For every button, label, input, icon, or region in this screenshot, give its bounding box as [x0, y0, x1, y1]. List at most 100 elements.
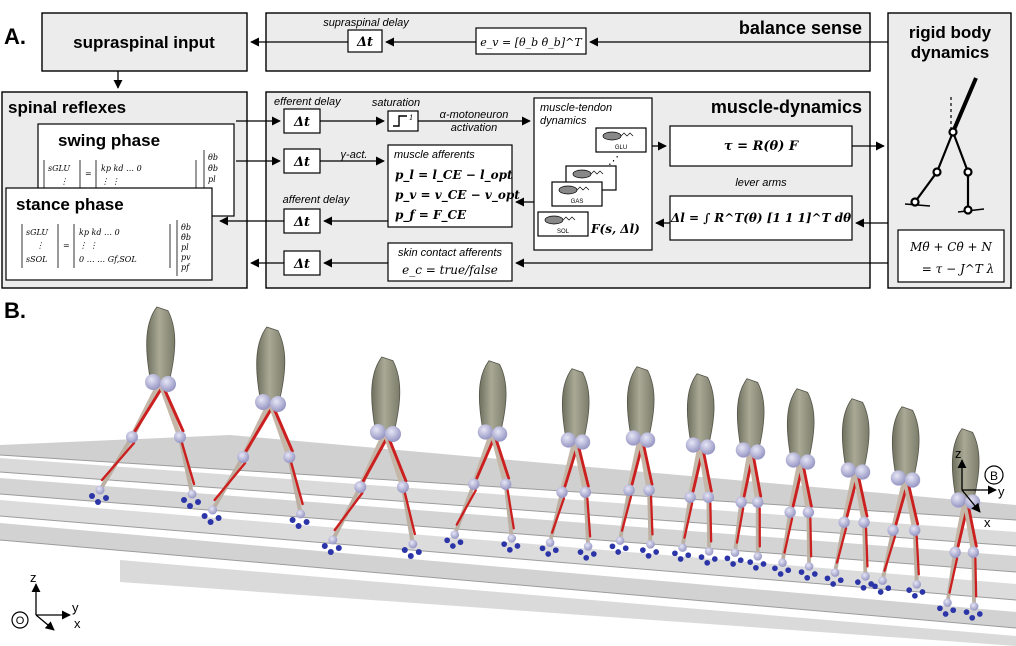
alpha-label-2: activation: [451, 122, 497, 134]
walker-muscle: [386, 434, 408, 483]
balance-eq: e_v = [θ_b θ̇_b]^T: [480, 36, 583, 49]
walker-shank: [680, 495, 693, 550]
walker-thigh: [890, 475, 908, 533]
walker-ankle-joint: [615, 536, 625, 545]
walker-torso: [686, 373, 715, 444]
walker-torso: [951, 428, 980, 499]
frame-o-x: x: [74, 616, 81, 631]
walker-thigh: [697, 442, 711, 500]
walker-muscle: [550, 497, 566, 534]
walker-hip-joint: [750, 444, 766, 460]
walker-knee-joint: [735, 496, 747, 508]
frame-b-label: B: [990, 469, 998, 483]
walker-foot-contact: [777, 571, 784, 577]
balance-eq-box: [475, 27, 587, 55]
walker-foot-contact: [335, 545, 342, 551]
walker-muscle: [244, 404, 275, 453]
walker-knee-joint: [396, 481, 409, 493]
walker-frame: [772, 388, 818, 581]
walker-shank: [548, 490, 564, 545]
walker-ankle-joint: [678, 543, 687, 552]
walker-hip-joint: [700, 439, 716, 455]
walker-thigh: [559, 437, 578, 495]
walker-foot-contact: [906, 587, 913, 593]
walker-muscle: [180, 441, 196, 486]
walker-ankle-joint: [753, 552, 763, 561]
walker-muscle: [620, 495, 633, 532]
walker-muscle: [864, 527, 869, 568]
walker-foot-contact: [583, 554, 590, 561]
walker-muscle: [403, 491, 416, 536]
swing-phase-title: swing phase: [58, 131, 160, 150]
walker-foot-contact: [912, 592, 918, 599]
walker-hip-joint: [785, 452, 801, 468]
walker-thigh: [267, 399, 292, 460]
walker-foot-contact: [872, 583, 878, 590]
walker-torso: [891, 406, 920, 477]
walker-thigh: [687, 442, 703, 500]
walker-knee-joint: [858, 516, 870, 528]
eom-box: [897, 229, 1005, 283]
walker-foot-contact: [103, 495, 109, 501]
muscle-dynamics-title: muscle-dynamics: [711, 97, 862, 117]
walker-shank: [880, 528, 895, 583]
walker-foot-contact: [289, 517, 296, 523]
svg-text:⋮ ⋮: ⋮ ⋮: [101, 177, 120, 186]
walker-foot-contact: [303, 519, 310, 525]
walker-frame: [609, 366, 660, 559]
walker-thigh: [738, 447, 753, 505]
signal-arrows: [113, 37, 888, 268]
walker-muscle: [506, 489, 515, 530]
walker-hip-joint: [855, 464, 871, 480]
svg-text:pv: pv: [181, 253, 191, 262]
walker-torso: [736, 378, 765, 449]
walker-foot-contact: [653, 549, 660, 555]
muscle-unit-gas: GAS: [551, 181, 603, 207]
walker-foot-contact: [860, 584, 867, 591]
svg-text:=: =: [85, 169, 92, 178]
walker-sequence: [89, 306, 983, 621]
svg-text:θb: θb: [181, 223, 191, 232]
walker-foot-contact: [711, 556, 718, 562]
walker-frame: [824, 398, 875, 591]
walker-thigh: [902, 475, 918, 533]
walker-foot-contact: [963, 609, 970, 615]
frame-b-y: y: [998, 484, 1005, 499]
walker-muscle: [455, 489, 477, 526]
mt-label-2: dynamics: [540, 115, 587, 127]
walker-knee-joint: [887, 524, 899, 536]
f-eq: F(s, Δl): [590, 222, 640, 236]
muscle-label-gas: GAS: [571, 199, 584, 205]
walker-foot-contact: [215, 515, 222, 521]
walker-muscle: [915, 535, 920, 576]
walker-shank: [618, 488, 631, 543]
svg-text:θ̇b: θ̇b: [208, 164, 218, 173]
walker-ankle-joint: [878, 576, 887, 585]
walker-knee-joint: [784, 506, 796, 518]
walker-ankle-joint: [912, 580, 922, 589]
walker-muscle: [333, 491, 364, 532]
walker-shank: [862, 520, 868, 579]
walker-ankle-joint: [507, 534, 517, 543]
walker-frame: [201, 326, 310, 529]
walker-hip-joint: [492, 426, 508, 442]
tau-box: [669, 125, 853, 167]
walker-foot-contact: [590, 551, 597, 557]
panel-b-label: B.: [4, 298, 26, 323]
walker-foot-contact: [885, 585, 892, 592]
walker-knee-joint: [949, 546, 961, 558]
stance-phase-panel: stance phase sGLU ⋮ sSOL = kp kd … 0 ⋮ ⋮…: [5, 187, 213, 281]
walker-muscle: [133, 384, 165, 433]
saturation-label: saturation: [372, 97, 420, 109]
walker-frame: [89, 306, 201, 509]
walker-foot-contact: [539, 545, 546, 552]
walker-shank: [945, 550, 958, 605]
walker-foot-contact: [615, 549, 622, 555]
walker-foot-contact: [730, 561, 736, 567]
walker-foot-contact: [855, 579, 861, 585]
walker-foot-contact: [950, 607, 957, 614]
walker-ankle-joint: [969, 602, 979, 611]
walker-ankle-joint: [861, 572, 870, 581]
walker-shank: [912, 528, 919, 587]
walker-foot-contact: [877, 589, 884, 595]
